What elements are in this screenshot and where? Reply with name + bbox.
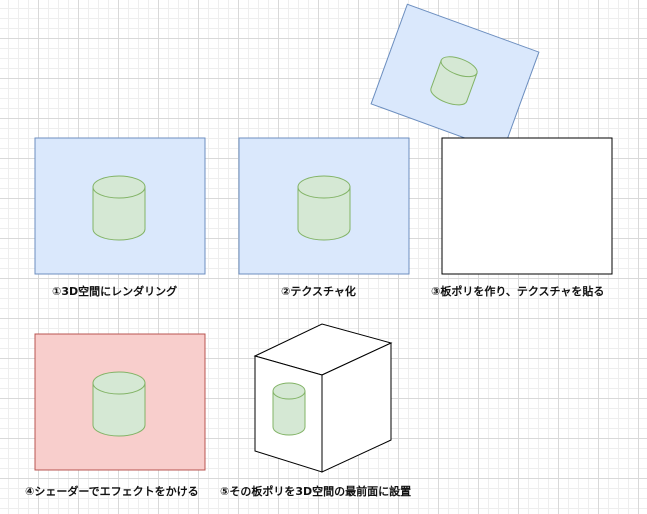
step2-cylinder [297,175,351,241]
step5-cube [253,323,393,473]
step2-caption: ②テクスチャ化 [281,285,356,298]
step3-caption: ③板ポリを作り、テクスチャを貼る [431,285,605,298]
step3-texture-quad [370,3,540,153]
step5-cylinder [272,382,306,436]
step5-caption: ⑤その板ポリを3D空間の最前面に設置 [220,485,412,498]
step2-panel-group [238,137,410,275]
step4-panel-group [34,333,206,471]
step1-panel-group [34,137,206,275]
step1-cylinder [92,175,146,241]
step4-caption: ④シェーダーでエフェクトをかける [25,485,199,498]
step1-caption: ①3D空間にレンダリング [52,285,178,298]
step4-cylinder [92,371,146,437]
step3-board [441,137,613,275]
cube-side-face [321,342,392,473]
